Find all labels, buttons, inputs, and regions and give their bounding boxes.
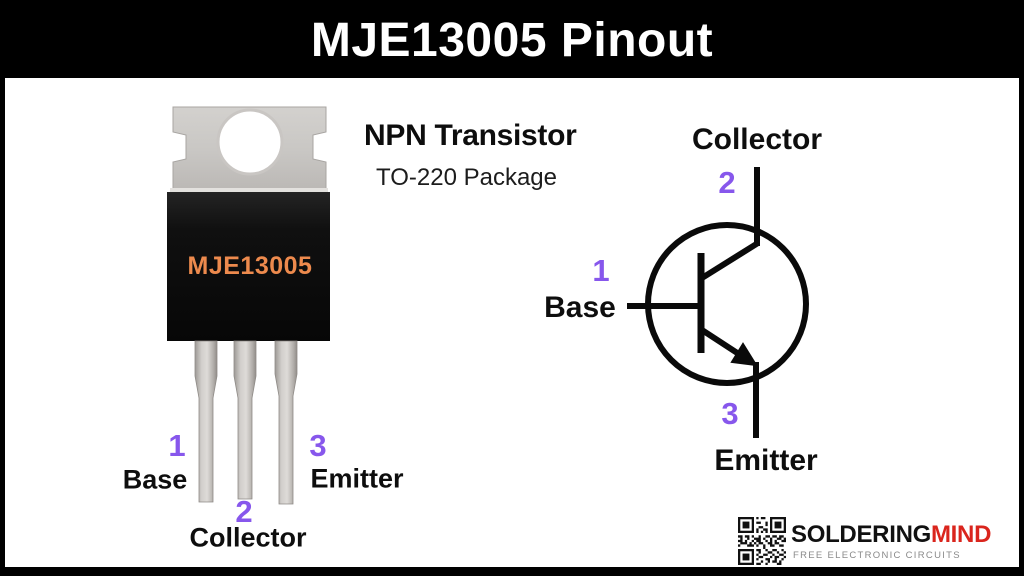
schematic-base-number: 1 xyxy=(592,253,610,288)
photo-pin3-name: Emitter xyxy=(310,463,404,494)
brand-name-primary: SOLDERING xyxy=(791,521,931,548)
page-title: MJE13005 Pinout xyxy=(310,14,714,67)
mounting-hole-icon xyxy=(216,108,284,176)
leg-1-base xyxy=(194,340,218,503)
photo-pin1-number: 1 xyxy=(168,428,186,463)
qr-code-icon xyxy=(738,517,786,565)
brand-name: SOLDERINGMIND xyxy=(791,521,991,549)
collector-diagonal-line xyxy=(700,240,760,281)
brand-tagline: FREE ELECTRONIC CIRCUITS xyxy=(793,550,961,561)
transistor-type-heading: NPN Transistor xyxy=(364,119,577,152)
tab-edge-highlight xyxy=(170,188,328,194)
leg-2-collector xyxy=(233,340,257,500)
schematic-emitter-number: 3 xyxy=(721,396,739,431)
package-subheading: TO-220 Package xyxy=(376,164,557,191)
part-number-print: MJE13005 xyxy=(188,252,313,280)
leg-3-emitter xyxy=(274,340,298,505)
schematic-collector-label: Collector xyxy=(691,123,823,156)
photo-pin1-name: Base xyxy=(122,464,188,495)
brand-name-secondary: MIND xyxy=(930,521,992,548)
emitter-arrow-icon xyxy=(730,342,758,367)
schematic-collector-number: 2 xyxy=(718,165,736,200)
schematic-emitter-label: Emitter xyxy=(714,444,818,477)
plastic-body xyxy=(167,192,330,341)
photo-pin3-number: 3 xyxy=(309,428,327,463)
photo-pin2-name: Collector xyxy=(189,522,307,553)
photo-pin2-number: 2 xyxy=(235,494,253,529)
schematic-base-label: Base xyxy=(544,291,616,324)
